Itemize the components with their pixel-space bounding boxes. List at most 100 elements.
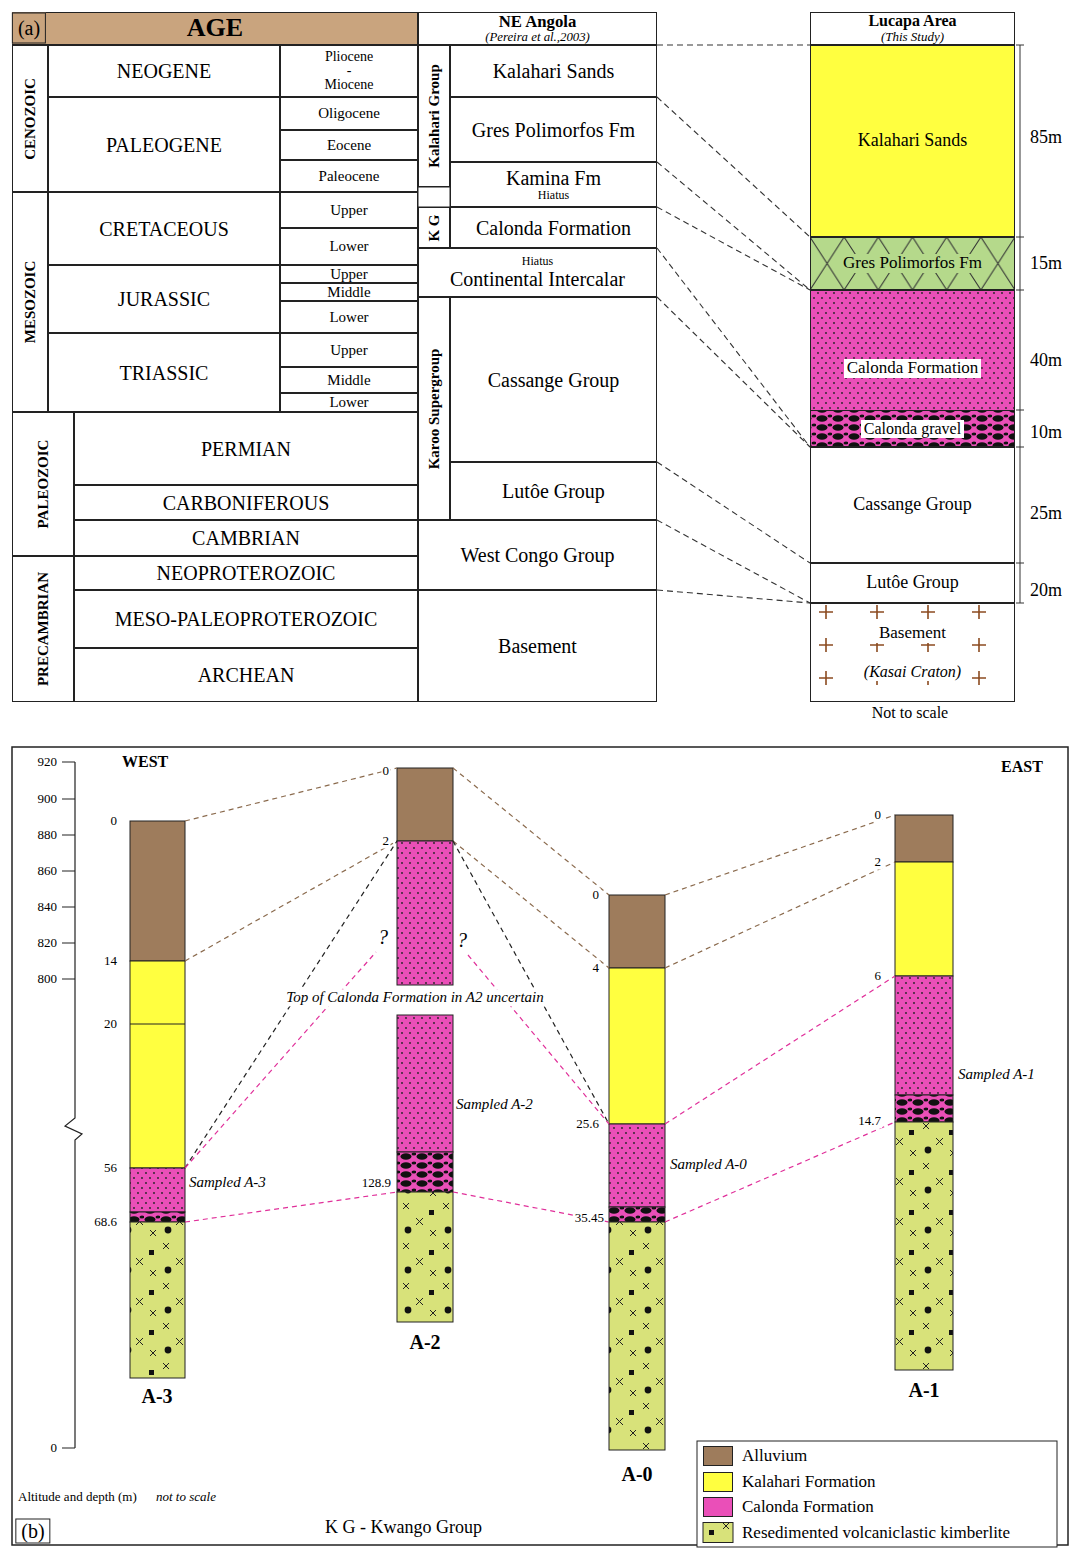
note-text: Altitude and depth (m) (18, 1490, 137, 1505)
epoch-cell: Oligocene (280, 97, 418, 130)
unit-label: K G (426, 214, 443, 241)
unit-label: Oligocene (318, 106, 380, 121)
depth-label: 0 (592, 888, 601, 903)
strata-band: Lutôe Group (810, 563, 1015, 603)
depth-label: 68.6 (93, 1215, 118, 1230)
borehole-name: A-2 (409, 1331, 440, 1354)
unit-label: ARCHEAN (198, 664, 295, 686)
depth-label: 4 (592, 961, 601, 976)
axis-value: 860 (38, 864, 58, 879)
unit-label: West Congo Group (461, 544, 615, 566)
group-cell: Karoo Supergroup (418, 297, 450, 520)
unit-label: Upper (330, 267, 368, 282)
unit-label: Pliocene (325, 50, 373, 64)
unit-cell: Cassange Group (450, 297, 657, 462)
unit-label: (Kasai Craton) (861, 663, 964, 681)
epoch-cell: Upper (280, 265, 418, 283)
unit-cell: Basement (418, 590, 657, 702)
note-text: not to scale (156, 1490, 216, 1505)
unit-label: MESO-PALEOPROTEROZOIC (115, 608, 378, 630)
rect-shape (895, 976, 953, 1095)
unit-label: Paleocene (319, 169, 380, 184)
depth-label: 2 (874, 855, 883, 870)
depth-label: 0 (110, 814, 119, 829)
thickness-label: 20m (1030, 580, 1062, 601)
rect-shape (397, 1152, 453, 1192)
axis-value: 880 (38, 828, 58, 843)
line-shape (453, 841, 609, 1124)
line-shape (130, 1024, 185, 1025)
legend-text: Calonda Formation (742, 1497, 874, 1517)
rect-shape (697, 1441, 1057, 1547)
g-shape (185, 841, 609, 1168)
rect-shape (397, 768, 453, 841)
unit-label: CARBONIFEROUS (163, 492, 330, 514)
epoch-cell: Pliocene-Miocene (280, 45, 418, 97)
unit-label: Cassange Group (853, 495, 971, 515)
period-cell: CAMBRIAN (74, 520, 418, 556)
rect-shape (418, 187, 450, 207)
unit-label: Continental Intercalar (450, 268, 625, 290)
depth-label: 0 (382, 764, 391, 779)
strata-band: Calonda gravel (810, 410, 1015, 448)
unit-label: Kalahari Sands (858, 131, 967, 151)
rect-shape (703, 1523, 733, 1543)
rect-shape (895, 815, 953, 862)
unit-label: NE Angola (499, 13, 577, 31)
axis-value: 900 (38, 792, 58, 807)
rect-shape (397, 1192, 453, 1322)
era-cell: CENOZOIC (12, 45, 48, 192)
thickness-label: 85m (1030, 127, 1062, 148)
sample-note: Sampled A-3 (189, 1174, 266, 1191)
line-shape (185, 841, 397, 961)
legend-text: Resedimented volcaniclastic kimberlite (742, 1523, 1010, 1543)
rect-shape (609, 895, 665, 968)
direction-label: WEST (122, 753, 168, 771)
period-cell: CRETACEOUS (48, 192, 280, 265)
unit-cell: Gres Polimorfos Fm (450, 97, 657, 162)
unit-label: CAMBRIAN (192, 527, 300, 549)
g-shape (185, 768, 895, 968)
unit-label: (This Study) (881, 30, 944, 44)
group-cell: Kalahari Group (418, 45, 450, 187)
thickness-label: 10m (1030, 422, 1062, 443)
rect-shape (130, 1212, 185, 1222)
unit-label: PALEOGENE (106, 134, 222, 156)
rect-shape (810, 603, 1015, 702)
period-cell: MESO-PALEOPROTEROZOIC (74, 590, 418, 648)
depth-label: 6 (874, 969, 883, 984)
depth-label: 2 (382, 834, 391, 849)
note-text: K G - Kwango Group (325, 1517, 482, 1538)
line-shape (185, 1192, 397, 1222)
legend-swatch (703, 1446, 733, 1466)
rect-shape (130, 821, 185, 961)
era-cell: MESOZOIC (12, 192, 48, 412)
correlation-line (657, 97, 810, 237)
rect-shape (397, 1015, 453, 1152)
legend-text: Alluvium (742, 1446, 807, 1466)
borehole-name: A-3 (141, 1385, 172, 1408)
epoch-cell: Lower (280, 228, 418, 265)
unit-label: Eocene (327, 138, 371, 153)
strata-band: Basement(Kasai Craton) (810, 603, 1015, 702)
line-shape (453, 841, 609, 968)
depth-label: 20 (103, 1017, 118, 1032)
unit-label: AGE (187, 14, 243, 43)
legend-swatch (703, 1497, 733, 1517)
unit-label: PRECAMBRIAN (35, 572, 52, 686)
rect-shape (810, 410, 1015, 447)
panel-letter: (b) (15, 1519, 50, 1544)
sample-note: Sampled A-0 (670, 1156, 747, 1173)
unit-label: Lower (329, 395, 368, 410)
unit-label: Miocene (325, 78, 374, 92)
correlation-line (657, 162, 810, 290)
correlation-line (657, 297, 810, 447)
unit-label: Middle (327, 373, 370, 388)
borehole-panel (12, 747, 1068, 1547)
unit-label: Lutôe Group (502, 480, 605, 502)
epoch-cell: Lower (280, 393, 418, 412)
unit-label: CRETACEOUS (99, 218, 229, 240)
correlation-line (657, 44, 810, 45)
axis-value: 920 (38, 755, 58, 770)
axis-value: 800 (38, 972, 58, 987)
